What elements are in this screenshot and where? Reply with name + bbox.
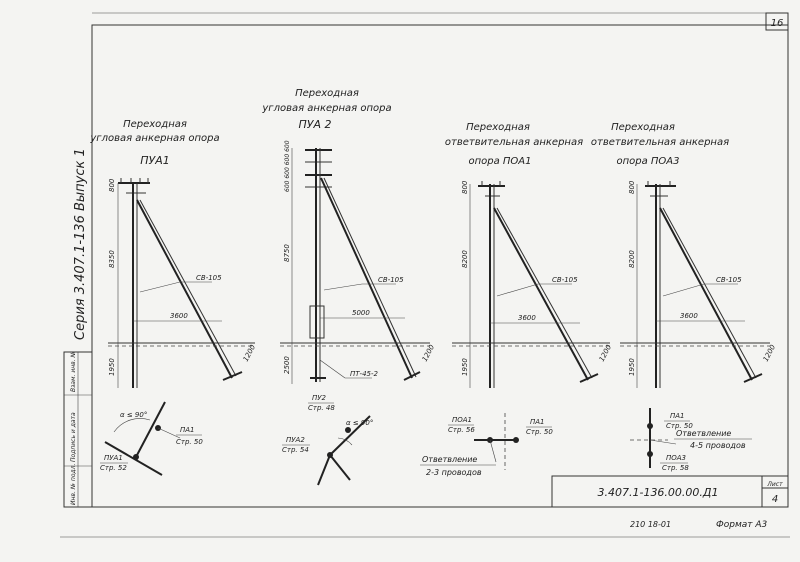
tower-2-dim-depth: 2500 — [283, 356, 291, 374]
plan-1-angle: α ≤ 90° — [120, 411, 147, 419]
plan-1-label-1-code: ПА1 — [180, 426, 195, 434]
tower-1-title-line-2: угловая анкерная опора — [89, 133, 219, 144]
side-field-1: Инв. № подл. — [70, 464, 77, 505]
plan-1-diagram: α ≤ 90° ПА1 Стр. 50 ПУА1 Стр. 52 — [100, 401, 203, 476]
plan-2-label-1-code: ПУ2 — [312, 394, 327, 402]
plan-3-node-2 — [513, 437, 519, 443]
tower-2-dim-top: 600 600 600 600 — [284, 140, 291, 192]
tower-1-dim-height: 8350 — [108, 250, 116, 268]
plan-4-branch-count: 4-5 проводов — [690, 441, 746, 450]
sheet-number: 4 — [772, 494, 778, 505]
tower-3-title-line-2: ответвительная анкерная — [445, 137, 583, 148]
stamp-code: 3.407.1-136.00.00.Д1 — [597, 486, 718, 499]
tower-2-bottom-label: ПТ-45-2 — [350, 370, 378, 378]
plan-4-label-2-code: ПОА3 — [666, 454, 686, 462]
plan-2-angle: α ≤ 90° — [346, 419, 373, 427]
tower-3-dim-top: 800 — [461, 180, 469, 194]
tower-2-dim-base: 5000 — [352, 309, 370, 317]
tower-4-dim-base: 3600 — [680, 312, 698, 320]
plan-2-label-1-page: Стр. 48 — [308, 404, 335, 412]
tower-4-brace-label: СВ-105 — [716, 276, 742, 284]
tower-4-title-line-2: ответвительная анкерная — [591, 137, 729, 148]
plan-1-node — [133, 454, 139, 460]
tower-4-dim-anchor: 1200 — [762, 343, 778, 363]
tower-3-dim-depth: 1950 — [461, 358, 469, 376]
plan-1-label-2-page: Стр. 52 — [100, 464, 127, 472]
plan-3-label-1-page: Стр. 56 — [448, 426, 475, 434]
side-series-label: Серия 3.407.1-136 Выпуск 1 — [73, 148, 88, 340]
tower-4-dim-top: 800 — [628, 180, 636, 194]
tower-4-dim-depth: 1950 — [628, 358, 636, 376]
plan-1-label-1-page: Стр. 50 — [176, 438, 203, 446]
tower-2-title-line-1: Переходная — [295, 88, 359, 99]
drawing-frame — [91, 24, 789, 508]
plan-4-label-2-page: Стр. 58 — [662, 464, 689, 472]
plan-2-label-2-page: Стр. 54 — [282, 446, 309, 454]
tower-4-code: опора ПОА3 — [616, 156, 679, 167]
plan-4-label-1-page: Стр. 50 — [666, 422, 693, 430]
tower-1-title-line-1: Переходная — [123, 119, 187, 130]
tower-1-elevation: Переходная угловая анкерная опора ПУА1 8… — [89, 119, 257, 388]
plan-3-label-1-code: ПОА1 — [452, 416, 472, 424]
plan-2-diagram: α ≤ 90° ПУ2 Стр. 48 ПУА2 Стр. 54 — [282, 394, 373, 486]
tower-3-dim-height: 8200 — [461, 250, 469, 268]
tower-1-dim-top: 800 — [108, 178, 116, 192]
bottom-code: 210 18-01 — [630, 520, 671, 529]
tower-2-code: ПУА 2 — [299, 118, 332, 131]
format-label: Формат А3 — [716, 520, 768, 530]
tower-3-code: опора ПОА1 — [468, 156, 531, 167]
plan-4-node — [647, 423, 653, 429]
plan-3-diagram: ПОА1 Стр. 56 ПА1 Стр. 50 Ответвление 2-3… — [420, 413, 553, 477]
plan-3-label-2-page: Стр. 50 — [526, 428, 553, 436]
sheet-label: Лист — [766, 481, 783, 488]
tower-4-elevation: Переходная ответвительная анкерная опора… — [591, 122, 777, 388]
title-block: 3.407.1-136.00.00.Д1 Лист 4 — [551, 475, 789, 508]
tower-2-elevation: Переходная угловая анкерная опора ПУА 2 … — [261, 88, 436, 384]
side-field-2: Подпись и дата — [70, 412, 77, 462]
plan-4-branch-title: Ответвление — [676, 429, 731, 438]
tower-2-brace-label: СВ-105 — [378, 276, 404, 284]
plan-4-diagram: ПА1 Стр. 50 ПОА3 Стр. 58 Ответвление 4-5… — [630, 408, 752, 472]
side-field-3: Взам. инв. № — [70, 351, 77, 392]
tower-2-title-line-2: угловая анкерная опора — [261, 103, 391, 114]
tower-3-brace-label: СВ-105 — [552, 276, 578, 284]
plan-3-branch-count: 2-3 проводов — [426, 468, 482, 477]
tower-3-elevation: Переходная ответвительная анкерная опора… — [445, 122, 613, 388]
tower-3-dim-base: 3600 — [518, 314, 536, 322]
plan-1-label-2-code: ПУА1 — [104, 454, 123, 462]
tower-1-code: ПУА1 — [140, 154, 170, 167]
tower-1-dim-base: 3600 — [170, 312, 188, 320]
plan-4-node-2 — [647, 451, 653, 457]
plan-3-label-2-code: ПА1 — [530, 418, 545, 426]
tower-1-brace-label: СВ-105 — [196, 274, 222, 282]
tower-2-dim-height: 8750 — [283, 244, 291, 262]
plan-2-node-2 — [345, 427, 351, 433]
plan-3-branch-title: Ответвление — [422, 455, 477, 464]
plan-2-node — [327, 452, 333, 458]
page-number-box — [765, 12, 789, 31]
tower-1-dim-depth: 1950 — [108, 358, 116, 376]
tower-4-dim-height: 8200 — [628, 250, 636, 268]
plan-2-label-2-code: ПУА2 — [286, 436, 305, 444]
plan-4-label-1-code: ПА1 — [670, 412, 685, 420]
tower-3-title-line-1: Переходная — [466, 122, 530, 133]
side-stamp: Инв. № подл. Подпись и дата Взам. инв. № — [63, 351, 93, 508]
page-number: 16 — [771, 18, 784, 29]
tower-4-title-line-1: Переходная — [611, 122, 675, 133]
